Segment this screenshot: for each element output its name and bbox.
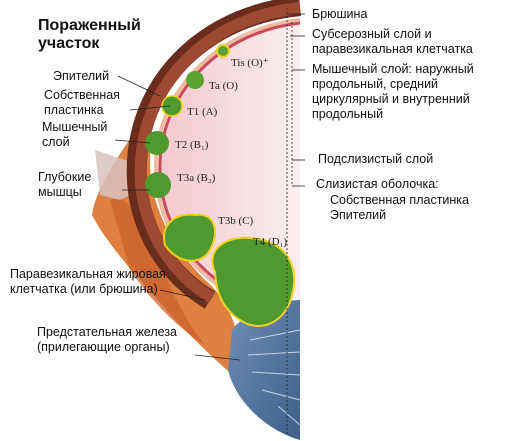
stage-t4: T4 (D₁) (253, 236, 288, 248)
label-epithelium: Эпителий (53, 69, 110, 83)
label-subserosa: Субсерозный слой и паравезикальная клетч… (312, 27, 473, 56)
stage-t3b: T3b (C) (218, 215, 254, 227)
stage-t2: T2 (B₁) (175, 139, 209, 151)
tumor-t3b (163, 213, 216, 262)
label-mucosa-epithelium: Эпителий (330, 208, 387, 222)
stage-t1: T1 (A) (187, 106, 218, 118)
label-muscular-layer: Мышечный слой: наружный продольный, сред… (312, 62, 474, 121)
tumor-t3a (145, 172, 171, 198)
tumor-t4 (211, 236, 296, 327)
label-lamina: Собственная пластинка (44, 88, 120, 117)
label-muscle: Мышечный слой (42, 120, 108, 149)
muscle-layer (134, 2, 301, 304)
tumor-ta (186, 71, 204, 89)
tumor-tis (216, 44, 230, 58)
stage-t3a: T3a (B₂) (177, 172, 216, 184)
label-paravesical: Паравезикальная жировая клетчатка (или б… (10, 267, 166, 296)
label-mucosa: Слизистая оболочка: (316, 177, 439, 191)
page-title: Пораженный участок (38, 17, 141, 52)
label-submucosa: Подслизистый слой (318, 152, 434, 166)
tumor-t1 (161, 95, 183, 117)
label-prostate: Предстательная железа (прилегающие орган… (37, 325, 177, 354)
prostate-gland (228, 300, 300, 440)
tumor-t2 (145, 131, 169, 155)
label-peritoneum: Брюшина (312, 7, 368, 21)
label-deep-muscle: Глубокие мышцы (38, 170, 92, 199)
stage-ta: Ta (O) (209, 80, 238, 92)
stage-tis: Tis (O)⁺ (231, 57, 269, 69)
label-mucosa-lamina: Собственная пластинка (330, 193, 469, 207)
